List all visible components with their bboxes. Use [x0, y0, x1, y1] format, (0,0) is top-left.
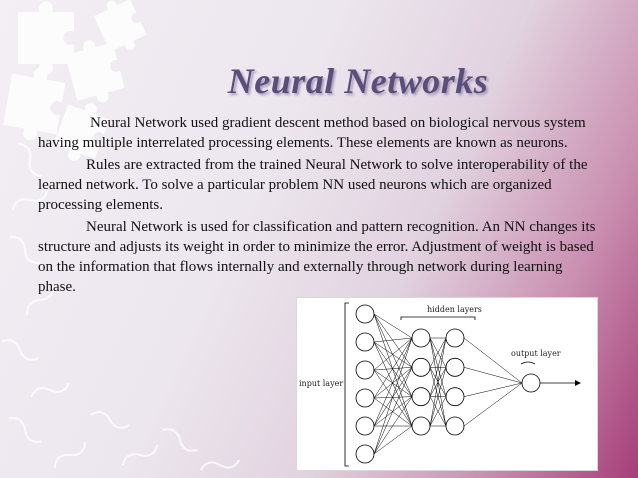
puzzle-piece-1 — [18, 1, 74, 75]
connection-line — [463, 337, 523, 384]
hidden-node — [411, 357, 431, 377]
hidden-node — [445, 328, 465, 348]
connection-line — [373, 425, 413, 455]
connection-line — [463, 382, 523, 427]
output-bracket — [520, 361, 536, 365]
connection-line — [429, 337, 447, 427]
puzzle-piece-5 — [93, 0, 147, 52]
puzzle-piece-2 — [65, 40, 125, 103]
connection-line — [429, 337, 447, 368]
hidden-node — [411, 416, 431, 436]
connection-line — [463, 367, 523, 384]
hidden-node — [411, 387, 431, 407]
puzzle-piece-4 — [53, 103, 110, 161]
output-node — [521, 373, 541, 393]
slide-body: Neural Network used gradient descent met… — [38, 113, 598, 299]
connection-line — [373, 337, 413, 455]
hidden-node — [445, 416, 465, 436]
connection-line — [373, 367, 413, 455]
hidden-node — [445, 357, 465, 377]
input-node — [355, 360, 375, 380]
connection-line — [373, 341, 413, 368]
output-layer-label: output layer — [511, 349, 561, 358]
connection-line — [373, 396, 413, 455]
connection-line — [373, 367, 413, 371]
connection-line — [463, 382, 523, 397]
input-node — [355, 304, 375, 324]
input-node — [355, 388, 375, 408]
hidden-node — [411, 328, 431, 348]
connection-line — [373, 369, 413, 427]
connection-line — [373, 313, 413, 368]
connection-line — [429, 337, 447, 397]
hidden-node — [445, 387, 465, 407]
input-node — [355, 444, 375, 464]
connection-line — [373, 337, 413, 343]
network-svg: hidden layers output layer input layer — [299, 302, 581, 467]
connection-line — [373, 337, 413, 427]
connection-line — [373, 337, 413, 371]
connection-line — [373, 369, 413, 397]
connection-line — [373, 341, 413, 427]
connection-line — [373, 396, 413, 427]
connection-line — [373, 313, 413, 397]
arrowhead — [575, 380, 581, 386]
connection-line — [373, 313, 413, 427]
hidden-layers-label: hidden layers — [427, 305, 482, 314]
input-node — [355, 416, 375, 436]
input-layer-label: input layer — [299, 379, 343, 388]
input-bracket — [344, 302, 349, 467]
connection-line — [373, 337, 413, 399]
hidden-bracket — [400, 316, 476, 320]
connection-line — [373, 313, 413, 339]
connection-line — [373, 397, 413, 427]
connection-line — [373, 341, 413, 397]
paragraph-2: Rules are extracted from the trained Neu… — [38, 157, 588, 213]
connection-line — [429, 396, 447, 427]
neural-network-diagram: hidden layers output layer input layer — [296, 297, 598, 471]
connection-line — [373, 367, 413, 399]
slide-title: Neural Networks — [227, 61, 489, 101]
connection-line — [373, 396, 413, 399]
input-node — [355, 332, 375, 352]
paragraph-1: Neural Network used gradient descent met… — [38, 115, 586, 151]
paragraph-3: Neural Network is used for classificatio… — [38, 219, 596, 295]
connection-line — [429, 367, 447, 427]
puzzle-piece-3 — [3, 68, 66, 141]
